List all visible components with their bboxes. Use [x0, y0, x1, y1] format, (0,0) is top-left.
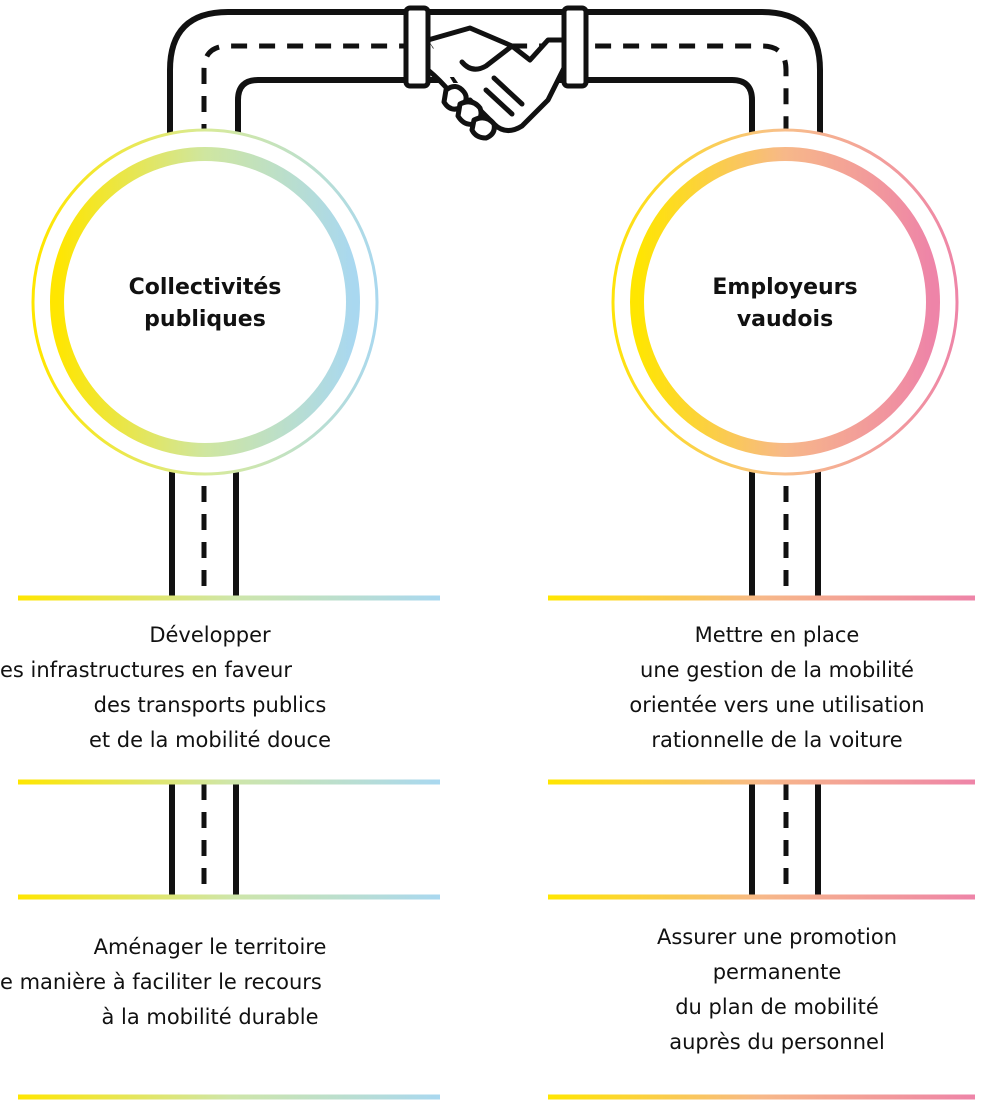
- handshake-icon: [425, 25, 567, 141]
- left-circle-fill: [33, 130, 377, 474]
- left-pipe-joint: [403, 5, 431, 89]
- right-title-line-1: Employeurs: [712, 275, 858, 300]
- left-action-2-line-3: à la mobilité durable: [101, 1005, 319, 1029]
- top-road-outer-edge: [167, 9, 823, 143]
- right-title-line-2: vaudois: [736, 307, 834, 332]
- right-action-2-line-4: auprès du personnel: [669, 1030, 885, 1054]
- left-dividers: [18, 595, 440, 1100]
- right-circle-inner-ring: [630, 147, 940, 457]
- left-circle-outer-ring: [31, 128, 379, 476]
- right-action-1: Mettre en place une gestion de la mobili…: [572, 618, 982, 758]
- right-action-1-line-4: rationnelle de la voiture: [651, 728, 903, 752]
- right-action-2: Assurer une promotion permanente du plan…: [572, 920, 982, 1060]
- right-dividers: [548, 595, 975, 1100]
- right-action-2-line-3: du plan de mobilité: [675, 995, 879, 1019]
- left-action-2-line-1: Aménager le territoire: [93, 935, 327, 959]
- left-title-line-2: publiques: [144, 307, 266, 332]
- right-action-1-line-1: Mettre en place: [694, 623, 860, 647]
- left-road-segment-2: [169, 782, 239, 896]
- right-road-segment-1: [749, 462, 821, 600]
- left-action-2-line-2: e manière à faciliter le recours: [0, 970, 322, 994]
- right-circle-fill: [613, 130, 957, 474]
- left-road: [169, 462, 239, 896]
- right-pipe-joint: [561, 5, 589, 89]
- left-circle-inner-ring: [50, 147, 360, 457]
- right-circle-title: Employeurs vaudois: [665, 272, 905, 336]
- left-action-1-line-3: des transports publics: [93, 693, 327, 717]
- right-action-2-line-1: Assurer une promotion: [656, 925, 898, 949]
- right-road: [749, 462, 821, 896]
- left-action-1-line-4: et de la mobilité douce: [88, 728, 332, 752]
- left-circle: [31, 128, 379, 476]
- right-circle-outer-ring: [611, 128, 959, 476]
- right-circle: [611, 128, 959, 476]
- left-action-1: Développer es infrastructures en faveur …: [0, 618, 420, 758]
- left-action-2: Aménager le territoire e manière à facil…: [0, 930, 420, 1035]
- right-action-1-line-2: une gestion de la mobilité: [640, 658, 914, 682]
- left-action-1-line-1: Développer: [149, 623, 271, 647]
- left-action-1-line-2: es infrastructures en faveur: [0, 658, 292, 682]
- left-title-line-1: Collectivités: [128, 275, 282, 300]
- right-road-segment-2: [749, 782, 821, 896]
- right-action-1-line-3: orientée vers une utilisation: [629, 693, 925, 717]
- left-road-segment-1: [169, 462, 239, 600]
- right-action-2-line-2: permanente: [712, 960, 842, 984]
- left-circle-title: Collectivités publiques: [85, 272, 325, 336]
